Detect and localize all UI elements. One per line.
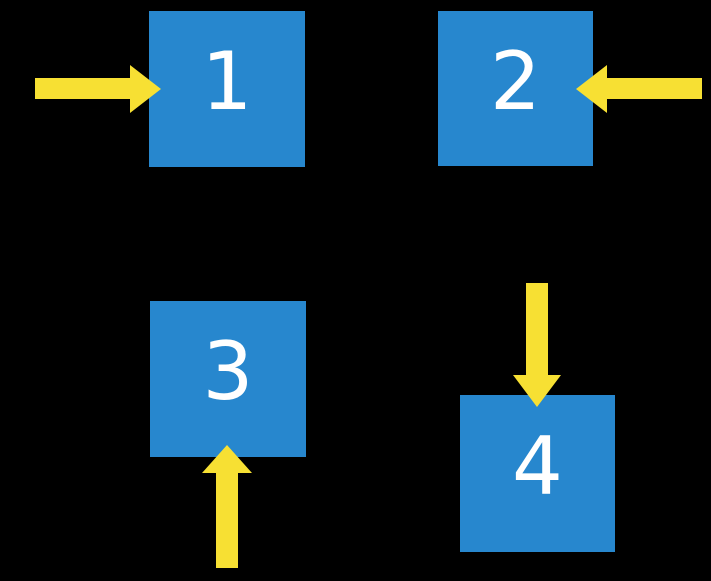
box-1-label: 1 xyxy=(201,35,253,128)
arrow-left-icon xyxy=(576,65,702,113)
box-1: 1 xyxy=(149,11,305,167)
box-2: 2 xyxy=(438,11,593,166)
arrow-up-icon xyxy=(202,445,252,568)
box-2-label: 2 xyxy=(490,34,541,128)
box-4-label: 4 xyxy=(512,419,563,513)
arrow-down-icon xyxy=(513,283,561,407)
box-3: 3 xyxy=(150,301,306,457)
box-3-label: 3 xyxy=(202,325,254,418)
box-4: 4 xyxy=(460,395,615,552)
arrow-right-icon xyxy=(35,65,161,113)
